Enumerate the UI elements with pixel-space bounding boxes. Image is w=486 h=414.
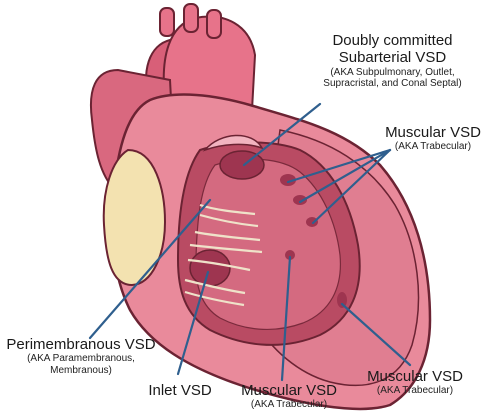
subarterial-title-1: Doubly committed [300,32,485,49]
aorta-branch-3 [207,10,221,38]
muscular-lower-right-aka: (AKA Trabecular) [360,385,470,397]
label-muscular-vsd-bottom: Muscular VSD (AKA Trabecular) [234,382,344,411]
subarterial-title-2: Subarterial VSD [300,49,485,66]
muscular-lower-right-title: Muscular VSD [360,368,470,385]
subarterial-aka-2: Supracristal, and Conal Septal) [300,78,485,90]
label-subarterial-vsd: Doubly committed Subarterial VSD (AKA Su… [300,32,485,90]
label-perimembranous-vsd: Perimembranous VSD (AKA Paramembranous, … [6,336,156,376]
inlet-title: Inlet VSD [140,382,220,399]
perimembranous-aka-1: (AKA Paramembranous, [6,353,156,365]
epicardial-fat-pad [104,150,165,285]
muscular-upper-aka: (AKA Trabecular) [380,141,486,153]
label-muscular-vsd-lower-right: Muscular VSD (AKA Trabecular) [360,368,470,397]
muscular-bottom-title: Muscular VSD [234,382,344,399]
aorta-branch-1 [160,8,174,36]
muscular-defect-5 [337,292,347,308]
subarterial-aka-1: (AKA Subpulmonary, Outlet, [300,67,485,79]
aorta-branch-2 [184,4,198,32]
muscular-bottom-aka: (AKA Trabecular) [234,399,344,411]
label-muscular-vsd-upper: Muscular VSD (AKA Trabecular) [380,124,486,153]
label-inlet-vsd: Inlet VSD [140,382,220,399]
muscular-upper-title: Muscular VSD [380,124,486,141]
inlet-defect [190,250,230,286]
perimembranous-title: Perimembranous VSD [6,336,156,353]
perimembranous-aka-2: Membranous) [6,365,156,377]
